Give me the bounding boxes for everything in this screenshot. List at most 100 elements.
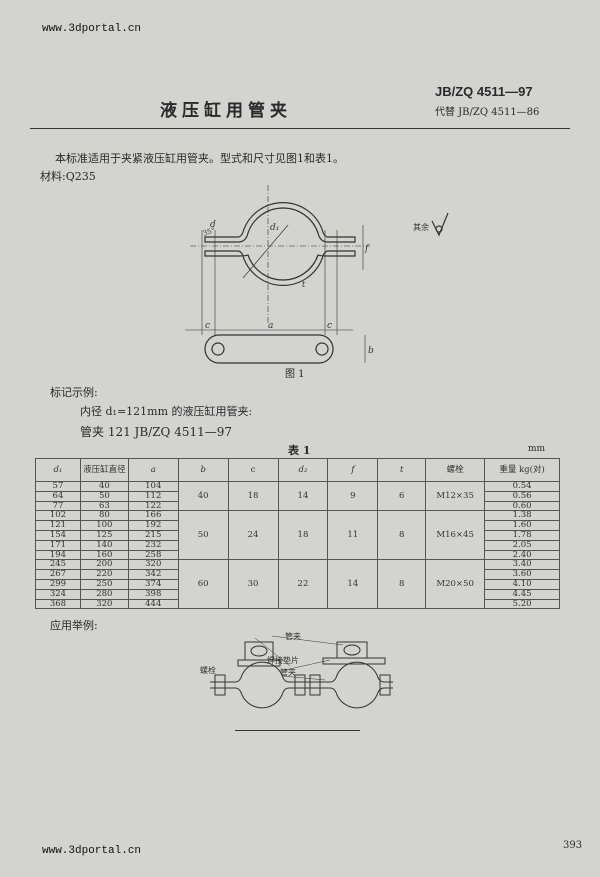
column-header: c xyxy=(227,458,279,482)
table-cell: 40 xyxy=(79,481,129,492)
table-cell-bolt: M16×45 xyxy=(425,510,486,561)
table-cell-f: 11 xyxy=(327,510,379,561)
standard-number: JB/ZQ 4511—97 xyxy=(435,84,533,99)
table-cell-weight: 5.20 xyxy=(484,598,560,610)
header-rule xyxy=(30,128,570,129)
label-t: t xyxy=(302,280,306,289)
column-header: 螺栓 xyxy=(425,458,486,482)
roughness-label: 其余 xyxy=(413,222,429,232)
table-cell: 232 xyxy=(127,539,179,551)
figure-caption: 图 1 xyxy=(285,369,305,380)
label-d1: d₁ xyxy=(270,223,279,233)
table-cell: 267 xyxy=(35,569,81,580)
label-b: b xyxy=(368,346,374,356)
roughness-symbol-icon xyxy=(431,212,449,237)
label-angle: 35° xyxy=(202,226,216,238)
table-cell: 374 xyxy=(127,578,179,590)
column-header: 重量 kg(对) xyxy=(484,458,560,482)
table-cell-weight: 1.60 xyxy=(484,520,560,531)
column-header: d₁ xyxy=(35,458,81,482)
column-header: b xyxy=(177,458,229,482)
table-cell-d2: 14 xyxy=(277,480,329,512)
table-cell: 140 xyxy=(79,539,129,551)
material-text: 材料:Q235 xyxy=(40,170,96,183)
column-header: 液压缸直径 xyxy=(79,458,129,482)
table-cell-weight: 3.60 xyxy=(484,569,560,580)
table-cell: 324 xyxy=(35,588,81,600)
end-rule xyxy=(235,730,360,731)
table-unit: mm xyxy=(528,444,546,454)
label-c-right: c xyxy=(327,321,332,331)
label-clamp-lower: 管夹 xyxy=(280,667,296,677)
label-a: a xyxy=(268,321,273,331)
table-cell-b: 50 xyxy=(177,510,229,561)
table-cell: 444 xyxy=(127,598,179,610)
watermark-top: www.3dportal.cn xyxy=(42,23,142,35)
table-cell-weight: 0.56 xyxy=(484,490,560,502)
replaces-standard: 代替 JB/ZQ 4511—86 xyxy=(435,107,540,118)
table-cell: 250 xyxy=(79,578,129,590)
label-weld-plate: 焊接垫片 xyxy=(267,655,299,665)
table-cell-t: 6 xyxy=(377,480,427,512)
table-cell: 104 xyxy=(127,481,179,492)
table-cell: 342 xyxy=(127,569,179,580)
application-drawing: 管夹 焊接垫片 管夹 螺栓 xyxy=(200,631,393,709)
table-cell: 299 xyxy=(35,578,81,590)
column-header: d₂ xyxy=(277,458,329,482)
table-cell-f: 14 xyxy=(327,559,379,610)
table-cell: 215 xyxy=(127,529,179,541)
label-clamp-upper: 管夹 xyxy=(285,631,301,641)
table-cell: 57 xyxy=(35,481,81,492)
marking-description: 内径 d₁=121mm 的液压缸用管夹: xyxy=(80,405,253,418)
table-cell: 171 xyxy=(35,539,81,551)
table-cell-bolt: M12×35 xyxy=(425,480,486,512)
table-cell-d2: 18 xyxy=(277,510,329,561)
table-caption: 表 1 xyxy=(288,444,311,457)
table-cell-weight: 2.05 xyxy=(484,539,560,551)
table-cell-c: 30 xyxy=(227,559,279,610)
marking-example: 管夹 121 JB/ZQ 4511—97 xyxy=(80,425,233,439)
table-cell: 50 xyxy=(79,490,129,502)
table-cell-weight: 1.78 xyxy=(484,529,560,541)
table-cell: 64 xyxy=(35,490,81,502)
intro-text: 本标准适用于夹紧液压缸用管夹。型式和尺寸见图1和表1。 xyxy=(55,152,344,165)
application-heading: 应用举例: xyxy=(50,619,98,632)
table-cell-weight: 4.10 xyxy=(484,578,560,590)
table-cell-b: 60 xyxy=(177,559,229,610)
label-c-left: c xyxy=(205,321,210,331)
label-d: d xyxy=(210,220,216,230)
table-cell: 112 xyxy=(127,490,179,502)
figure-1-drawing: d 35° d₁ f t a c c b 其余 xyxy=(185,185,449,364)
page-number: 393 xyxy=(563,840,583,851)
table-cell: 398 xyxy=(127,588,179,600)
table-cell: 220 xyxy=(79,569,129,580)
marking-heading: 标记示例: xyxy=(50,386,98,399)
table-cell: 192 xyxy=(127,520,179,531)
table-cell-c: 18 xyxy=(227,480,279,512)
table-cell-bolt: M20×50 xyxy=(425,559,486,610)
table-cell: 121 xyxy=(35,520,81,531)
label-f: f xyxy=(364,244,370,254)
table-cell: 154 xyxy=(35,529,81,541)
page-title: 液压缸用管夹 xyxy=(160,101,292,121)
table-cell-weight: 0.54 xyxy=(484,481,560,492)
table-cell: 100 xyxy=(79,520,129,531)
table-cell: 368 xyxy=(35,598,81,610)
table-cell-c: 24 xyxy=(227,510,279,561)
table-cell-d2: 22 xyxy=(277,559,329,610)
watermark-bottom: www.3dportal.cn xyxy=(42,845,142,857)
table-cell-b: 40 xyxy=(177,480,229,512)
column-header: t xyxy=(377,458,427,482)
table-cell-weight: 4.45 xyxy=(484,588,560,600)
table-cell-f: 9 xyxy=(327,480,379,512)
label-bolt: 螺栓 xyxy=(200,665,216,675)
